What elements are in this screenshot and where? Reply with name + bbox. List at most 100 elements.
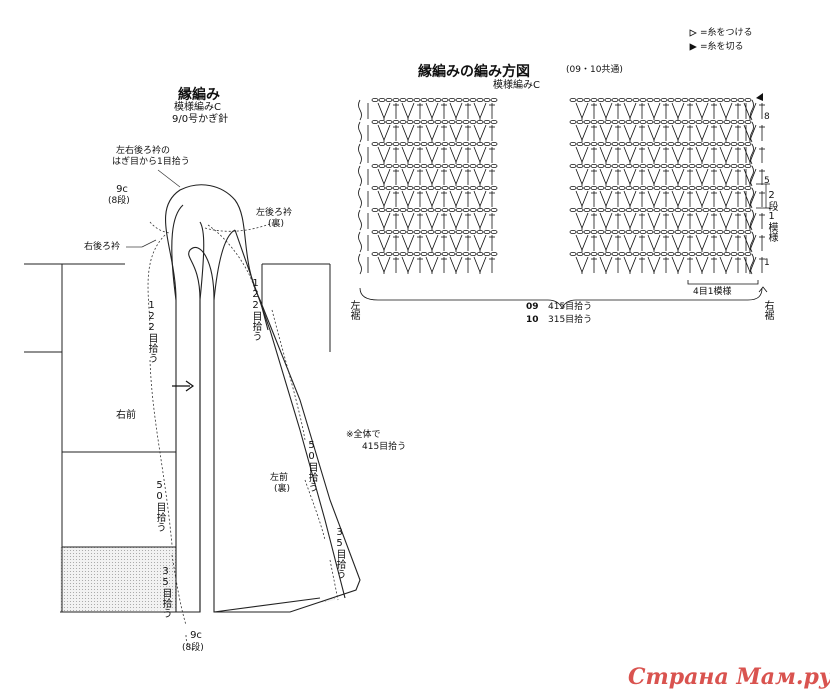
- chart-symbol: [599, 168, 613, 186]
- chart-symbol: [618, 251, 626, 256]
- chart-symbol: [730, 141, 738, 146]
- chart-symbol: [455, 207, 463, 212]
- left-front-ura: (裏): [274, 484, 291, 494]
- right-hem-label: 右裾: [762, 300, 773, 320]
- chart-symbol: [449, 124, 463, 142]
- chart-pattern: 模様編みC: [493, 80, 540, 91]
- chart-symbol: [674, 141, 682, 146]
- chart-symbol: [434, 163, 442, 168]
- chart-symbol: [583, 141, 591, 146]
- chart-symbol: [420, 120, 428, 125]
- chart-symbol: [377, 190, 391, 208]
- chart-symbol: [709, 98, 717, 103]
- chart-symbol: [646, 98, 654, 103]
- chart-symbol: [401, 212, 415, 230]
- chart-symbol: [709, 251, 717, 256]
- chart-symbol: [569, 207, 577, 212]
- chart-symbol: [441, 98, 449, 103]
- chart-symbol: [646, 141, 654, 146]
- chart-symbol: [604, 141, 612, 146]
- chart-symbol: [744, 251, 752, 256]
- chart-symbol: [378, 120, 386, 125]
- chart-symbol: [406, 207, 414, 212]
- chart-symbol: [647, 256, 661, 274]
- chart-symbol: [462, 141, 470, 146]
- chart-symbol: [674, 207, 682, 212]
- chart-symbol: [483, 229, 491, 234]
- chart-symbol: [716, 98, 724, 103]
- left-back-collar-ura: (裏): [268, 219, 285, 229]
- chart-symbol: [590, 98, 598, 103]
- chart-symbol: [371, 163, 379, 168]
- chart-symbol: [413, 251, 421, 256]
- chart-symbol: [667, 185, 675, 190]
- chart-symbol: [702, 120, 710, 125]
- chart-symbol: [660, 141, 668, 146]
- chart-symbol: [653, 98, 661, 103]
- chart-symbol: [473, 146, 487, 164]
- chart-symbol: [401, 146, 415, 164]
- chart-symbol: [647, 124, 661, 142]
- chart-symbol: [448, 163, 456, 168]
- chart-symbol: [719, 102, 733, 120]
- chart-symbol: [420, 141, 428, 146]
- chart-symbol: [449, 102, 463, 120]
- chart-symbol: [476, 141, 484, 146]
- chart-symbol: [427, 120, 435, 125]
- chart-symbol: [597, 207, 605, 212]
- chart-symbol: [371, 229, 379, 234]
- chart-symbol: [671, 168, 685, 186]
- chart-symbol: [695, 102, 709, 120]
- chart-symbol: [623, 212, 637, 230]
- chart-symbol: [653, 163, 661, 168]
- chart-symbol: [660, 207, 668, 212]
- chart-symbol: [576, 163, 584, 168]
- chart-symbol: [425, 124, 439, 142]
- chart-symbol: [377, 168, 391, 186]
- chart-symbol: [590, 120, 598, 125]
- chart-symbol: [378, 141, 386, 146]
- chart-symbol: [392, 141, 400, 146]
- chart-symbol: [639, 251, 647, 256]
- chart-symbol: [737, 251, 745, 256]
- pickup-35-right: 35目拾う: [334, 527, 345, 579]
- chart-symbol: [425, 168, 439, 186]
- chart-symbol: [358, 209, 362, 231]
- chart-symbol: [702, 185, 710, 190]
- chart-symbol: [716, 141, 724, 146]
- chart-symbol: [371, 185, 379, 190]
- chart-symbol: [625, 120, 633, 125]
- chart-symbol: [406, 98, 414, 103]
- chart-symbol: [448, 98, 456, 103]
- chart-symbol: [427, 185, 435, 190]
- chart-symbol: [688, 163, 696, 168]
- chart-symbol: [441, 141, 449, 146]
- chart-symbol: [413, 120, 421, 125]
- chart-symbol: [420, 229, 428, 234]
- chart-symbol: [623, 256, 637, 274]
- chart-symbol: [413, 207, 421, 212]
- stitch-repeat-label: 4目1模様: [693, 287, 732, 297]
- chart-symbol: [623, 190, 637, 208]
- chart-symbol: [611, 120, 619, 125]
- chart-symbol: [702, 207, 710, 212]
- chart-symbol: [590, 163, 598, 168]
- chart-symbol: [611, 185, 619, 190]
- chart-symbol: [695, 141, 703, 146]
- chart-symbol: [723, 120, 731, 125]
- chart-symbol: [575, 146, 589, 164]
- chart-symbol: [660, 185, 668, 190]
- chart-symbol: [653, 229, 661, 234]
- chart-symbol: [406, 251, 414, 256]
- chart-symbol: [576, 207, 584, 212]
- chart-symbol: [702, 251, 710, 256]
- chart-symbol: [737, 141, 745, 146]
- chart-symbol: [681, 98, 689, 103]
- chart-symbol: [413, 229, 421, 234]
- chart-symbol: [671, 256, 685, 274]
- chart-symbol: [476, 98, 484, 103]
- chart-symbol: [490, 229, 498, 234]
- chart-symbol: [646, 120, 654, 125]
- chart-symbol: [618, 163, 626, 168]
